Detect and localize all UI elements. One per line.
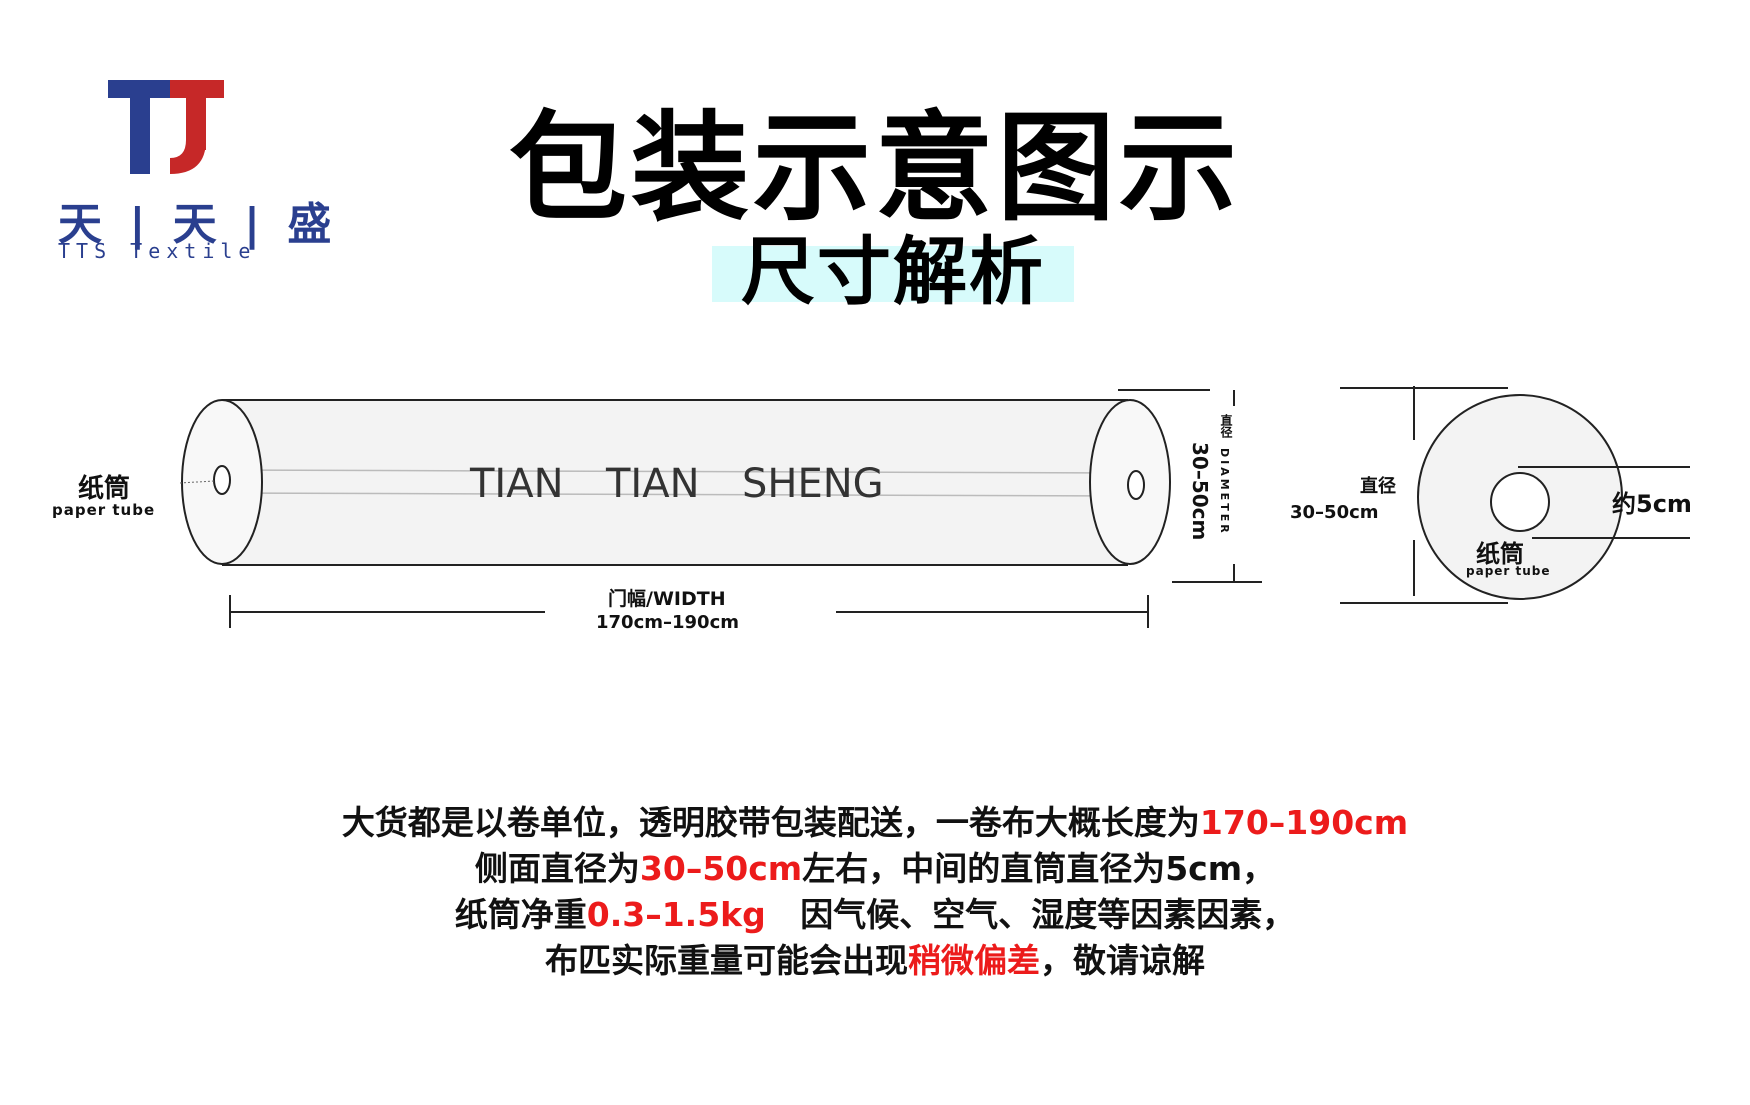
brand-word-3: SHENG bbox=[742, 461, 884, 507]
side-paper-tube-cn: 纸筒 bbox=[1476, 540, 1524, 568]
desc-line-3: 纸筒净重0.3–1.5kg 因气候、空气、湿度等因素因素， bbox=[454, 895, 1296, 934]
diameter-value: 30–50cm bbox=[1188, 442, 1212, 541]
paper-tube-label-en: paper tube bbox=[52, 501, 156, 519]
side-paper-tube-en: paper tube bbox=[1466, 564, 1551, 578]
side-diameter-label: 直径 bbox=[1360, 476, 1396, 497]
page-subtitle: 尺寸解析 bbox=[741, 229, 1045, 315]
width-value: 170cm–190cm bbox=[596, 612, 739, 633]
desc-line-2: 侧面直径为30–50cm左右，中间的直筒直径为5cm， bbox=[474, 849, 1276, 888]
page-title: 包装示意图示 bbox=[508, 99, 1241, 237]
logo-tagline: TTS Textile bbox=[58, 239, 257, 263]
paper-tube-label-cn: 纸筒 bbox=[78, 474, 131, 504]
packaging-description: 大货都是以卷单位，透明胶带包装配送，一卷布大概长度为170–190cm 侧面直径… bbox=[0, 800, 1750, 984]
core-diameter-label: 约5cm bbox=[1612, 490, 1692, 518]
brand-word-2: TIAN bbox=[606, 461, 700, 507]
logo-name-cn: 天 | 天 | 盛 bbox=[58, 199, 338, 250]
desc-line-1: 大货都是以卷单位，透明胶带包装配送，一卷布大概长度为170–190cm bbox=[341, 803, 1409, 842]
diameter-label-cn: 直径 bbox=[1219, 414, 1233, 438]
fabric-roll-diagram bbox=[179, 386, 1690, 628]
side-diameter-value: 30–50cm bbox=[1290, 502, 1379, 523]
subtitle-highlight bbox=[712, 246, 1074, 302]
desc-line-4: 布匹实际重量可能会出现稍微偏差，敬请谅解 bbox=[545, 941, 1205, 980]
brand-word-1: TIAN bbox=[470, 461, 564, 507]
width-label: 门幅/WIDTH bbox=[608, 588, 726, 610]
brand-logo-icon bbox=[108, 80, 224, 174]
diameter-label-en: DIAMETER bbox=[1218, 448, 1231, 536]
